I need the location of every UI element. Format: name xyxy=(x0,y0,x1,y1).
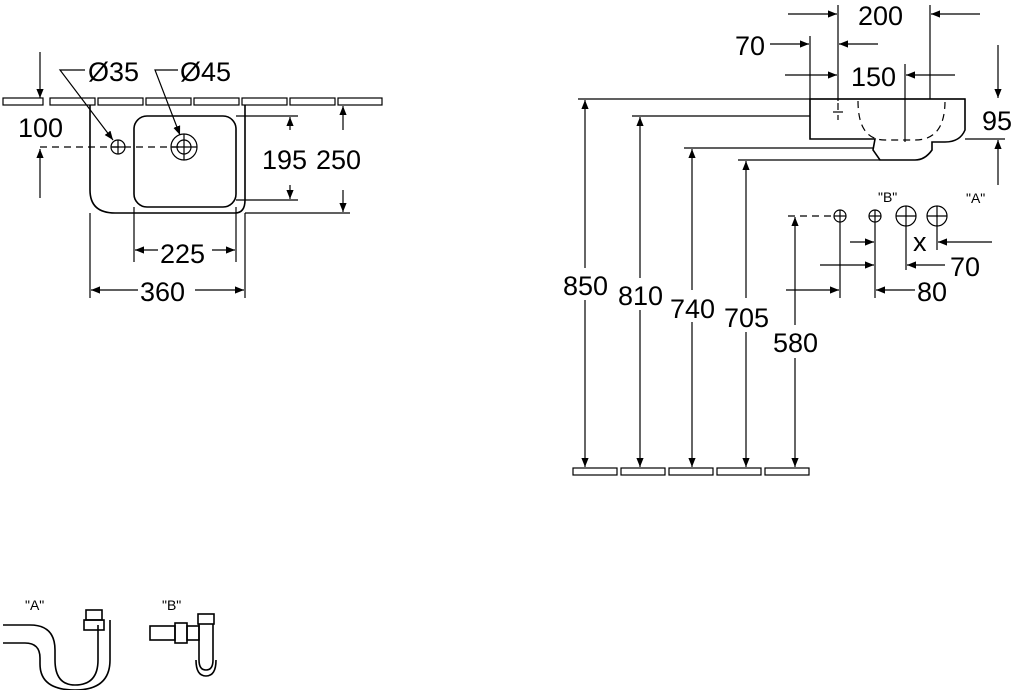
dim-basin-195: 195 xyxy=(262,145,307,175)
outlet-b-small-icon xyxy=(833,209,882,223)
basin-outline xyxy=(89,105,246,214)
basin-profile xyxy=(809,98,966,161)
plan-wall xyxy=(2,97,383,106)
dim-height-810: 810 xyxy=(618,281,663,311)
dim-height-580: 580 xyxy=(773,328,818,358)
basin-bowl xyxy=(133,115,237,208)
dim-basin-225: 225 xyxy=(160,239,205,269)
label-trap-b: "B" xyxy=(162,597,181,613)
dim-height-850: 850 xyxy=(563,271,608,301)
side-view: 850 810 740 705 580 95 200 70 150 xyxy=(563,1,1012,476)
outlet-a-large-icon xyxy=(895,205,948,227)
traps: "A" "B" xyxy=(3,597,217,690)
dim-offset-100: 100 xyxy=(18,113,63,143)
dim-pitch-80: 80 xyxy=(917,277,947,307)
dim-top-200: 200 xyxy=(858,1,903,31)
side-floor xyxy=(572,467,810,476)
dim-width-360: 360 xyxy=(140,277,185,307)
label-trap-a: "A" xyxy=(25,597,44,613)
dim-depth-250: 250 xyxy=(316,145,361,175)
bottle-trap-icon xyxy=(149,613,217,677)
dim-depth-95: 95 xyxy=(982,106,1012,136)
plan-view: Ø35 Ø45 100 195 250 225 360 xyxy=(2,52,383,307)
dim-left-70: 70 xyxy=(735,31,765,61)
dim-pitch-70: 70 xyxy=(950,252,980,282)
dim-hole-large: Ø45 xyxy=(180,57,231,87)
dim-x: x xyxy=(913,227,927,257)
label-outlet-b: "B" xyxy=(878,189,897,205)
drain-hole-icon xyxy=(170,133,198,161)
label-outlet-a: "A" xyxy=(966,190,985,206)
dim-height-705: 705 xyxy=(724,303,769,333)
dim-hole-small: Ø35 xyxy=(88,57,139,87)
s-trap-icon xyxy=(3,609,111,690)
dim-height-740: 740 xyxy=(670,294,715,324)
dim-mid-150: 150 xyxy=(851,62,896,92)
tap-hole-small-icon xyxy=(110,139,126,155)
